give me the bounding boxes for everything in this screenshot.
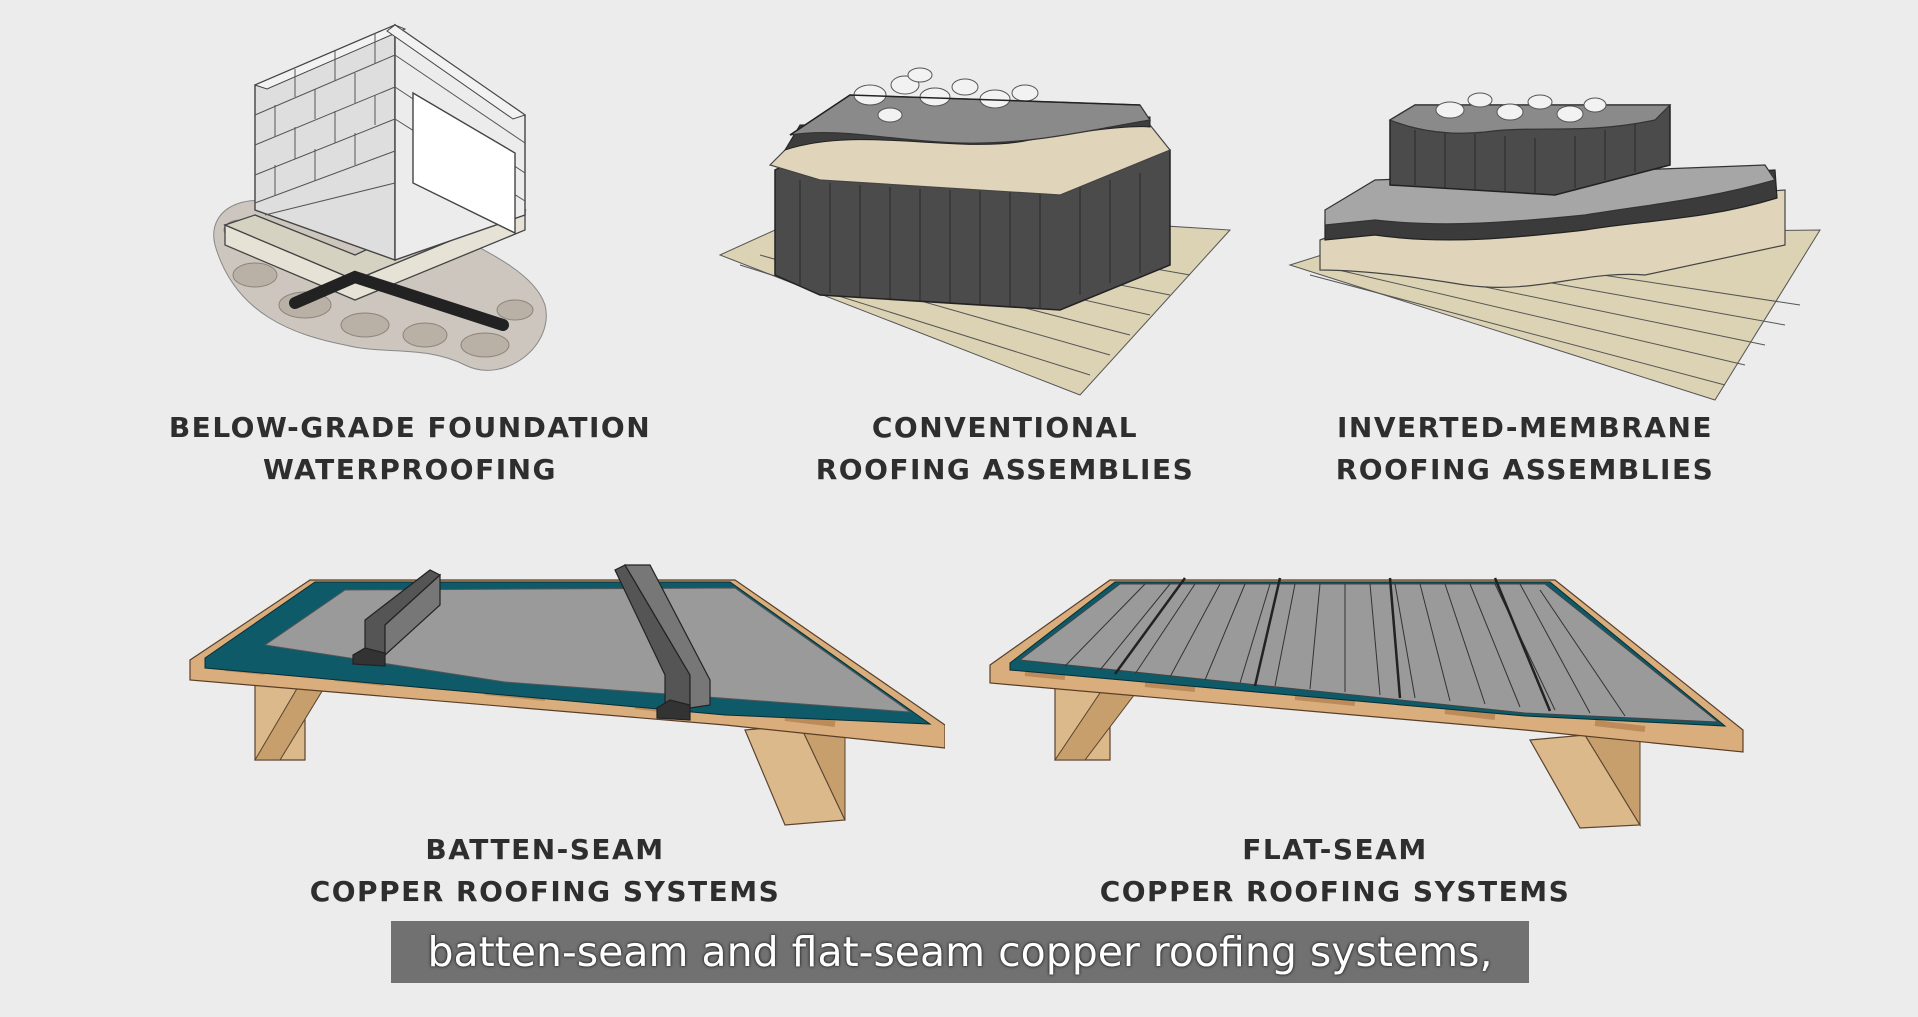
caption-line-2: COPPER ROOFING SYSTEMS — [1099, 875, 1571, 908]
caption-line-1: INVERTED-MEMBRANE — [1336, 411, 1714, 444]
batten-seam-illustration — [185, 560, 945, 830]
caption-inverted-membrane: INVERTED-MEMBRANE ROOFING ASSEMBLIES — [1275, 407, 1775, 491]
caption-foundation: BELOW-GRADE FOUNDATION WATERPROOFING — [140, 407, 680, 491]
caption-line-2: WATERPROOFING — [262, 453, 558, 486]
inverted-membrane-illustration — [1285, 70, 1825, 405]
caption-line-2: ROOFING ASSEMBLIES — [1335, 453, 1715, 486]
flat-seam-illustration — [985, 570, 1755, 835]
foundation-illustration — [195, 15, 655, 385]
caption-line-1: BELOW-GRADE FOUNDATION — [168, 411, 652, 444]
caption-line-1: BATTEN-SEAM — [425, 833, 665, 866]
caption-flat-seam: FLAT-SEAM COPPER ROOFING SYSTEMS — [1075, 829, 1595, 913]
caption-line-2: COPPER ROOFING SYSTEMS — [309, 875, 781, 908]
caption-conventional: CONVENTIONAL ROOFING ASSEMBLIES — [745, 407, 1265, 491]
caption-line-1: FLAT-SEAM — [1242, 833, 1428, 866]
caption-line-2: ROOFING ASSEMBLIES — [815, 453, 1195, 486]
video-subtitle: batten-seam and flat-seam copper roofing… — [391, 921, 1529, 983]
caption-batten-seam: BATTEN-SEAM COPPER ROOFING SYSTEMS — [285, 829, 805, 913]
caption-line-1: CONVENTIONAL — [871, 411, 1139, 444]
conventional-roofing-illustration — [710, 55, 1240, 400]
